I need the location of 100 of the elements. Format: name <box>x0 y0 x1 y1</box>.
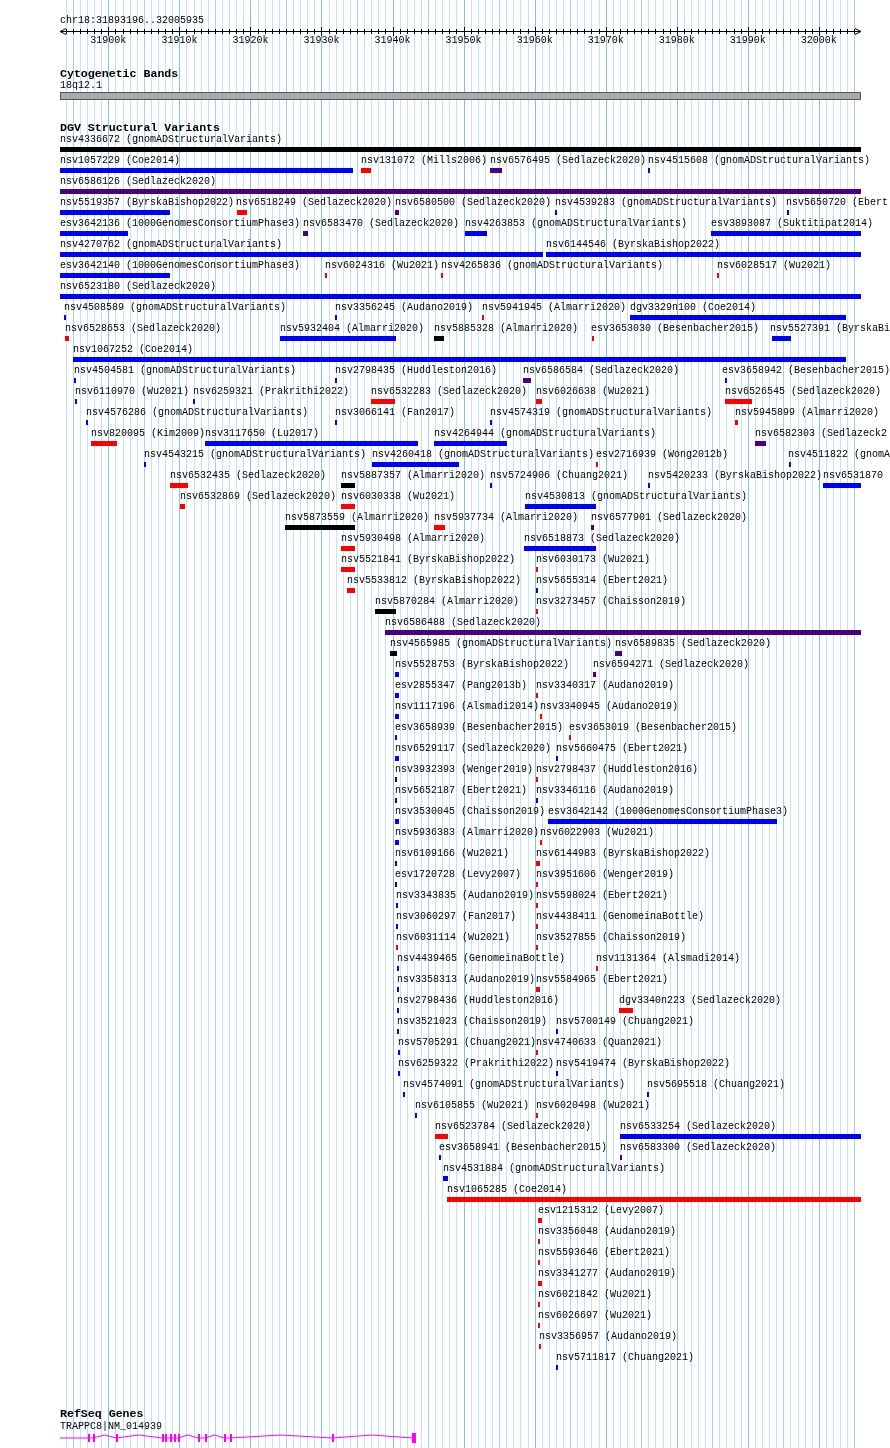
variant-label: nsv6528653 (Sedlazeck2020) <box>65 323 222 335</box>
variant-label: nsv6110970 (Wu2021) <box>75 386 190 398</box>
variant-label: esv3642142 (1000GenomesConsortiumPhase3) <box>548 806 789 818</box>
variant-label: esv3658939 (Besenbacher2015) <box>395 722 564 734</box>
variant-label: nsv4270762 (gnomADStructuralVariants) <box>60 239 283 251</box>
variant-label: nsv4439465 (GenomeinaBottle) <box>397 953 566 965</box>
variant-label: nsv6109166 (Wu2021) <box>395 848 510 860</box>
variant-label: nsv5528753 (ByrskaBishop2022) <box>395 659 570 671</box>
variant-label: nsv3951606 (Wenger2019) <box>536 869 675 881</box>
region-label: chr18:31893196..32005935 <box>60 15 205 27</box>
variant-label: nsv3341277 (Audano2019) <box>538 1268 677 1280</box>
variant-label: nsv6026697 (Wu2021) <box>538 1310 653 1322</box>
band-label: 18q12.1 <box>60 80 102 92</box>
variant-label: nsv5887357 (Almarri2020) <box>341 470 486 482</box>
variant-label: nsv5521841 (ByrskaBishop2022) <box>341 554 516 566</box>
variant-label: nsv6030173 (Wu2021) <box>536 554 651 566</box>
variant-label: esv2855347 (Pang2013b) <box>395 680 528 692</box>
variant-label: nsv5941945 (Almarri2020) <box>482 302 627 314</box>
variant-label: nsv5660475 (Ebert2021) <box>556 743 689 755</box>
gene-label: TRAPPC8|NM_014939 <box>60 1421 163 1433</box>
variant-label: nsv6577901 (Sedlazeck2020) <box>591 512 748 524</box>
track-title: RefSeq Genes <box>60 1407 144 1420</box>
scale-tick-label: 31910k <box>161 35 198 47</box>
variant-label: nsv4576286 (gnomADStructuralVariants) <box>86 407 309 419</box>
variant-label: nsv3356245 (Audano2019) <box>335 302 474 314</box>
variant-label: nsv6580500 (Sedlazeck2020) <box>395 197 552 209</box>
variant-label: nsv4740633 (Quan2021) <box>536 1037 663 1049</box>
variant-label: nsv6594271 (Sedlazeck2020) <box>593 659 750 671</box>
variant-label: nsv6526545 (Sedlazeck2020) <box>725 386 882 398</box>
variant-label: nsv6020498 (Wu2021) <box>536 1100 651 1112</box>
variant-label: nsv5936383 (Almarri2020) <box>395 827 540 839</box>
variant-label: nsv6532435 (Sedlazeck2020) <box>170 470 327 482</box>
variant-label: nsv4336672 (gnomADStructuralVariants) <box>60 134 283 146</box>
variant-label: nsv5584965 (Ebert2021) <box>536 974 669 986</box>
variant-label: nsv4508589 (gnomADStructuralVariants) <box>64 302 287 314</box>
variant-label: nsv6021842 (Wu2021) <box>538 1289 653 1301</box>
variant-label: nsv6518873 (Sedlazeck2020) <box>524 533 681 545</box>
variant-label: nsv4539283 (gnomADStructuralVariants) <box>555 197 778 209</box>
variant-label: nsv1067252 (Coe2014) <box>73 344 194 356</box>
variant-label: esv1215312 (Levy2007) <box>538 1205 665 1217</box>
variant-label: nsv6259322 (Prakrithi2022) <box>398 1058 555 1070</box>
variant-label: nsv6523180 (Sedlazeck2020) <box>60 281 217 293</box>
variant-label: nsv5655314 (Ebert2021) <box>536 575 669 587</box>
scale-tick-label: 31950k <box>445 35 482 47</box>
variant-label: nsv4574091 (gnomADStructuralVariants) <box>403 1079 626 1091</box>
variant-label: nsv6026638 (Wu2021) <box>536 386 651 398</box>
variant-label: nsv4504581 (gnomADStructuralVariants) <box>74 365 297 377</box>
variant-label: nsv5598024 (Ebert2021) <box>536 890 669 902</box>
variant-label: nsv5711817 (Chuang2021) <box>556 1352 695 1364</box>
variant-label: nsv6529117 (Sedlazeck2020) <box>395 743 552 755</box>
track-title: Cytogenetic Bands <box>60 67 179 80</box>
scale-tick-label: 32000k <box>800 35 837 47</box>
variant-label: nsv5937734 (Almarri2020) <box>434 512 579 524</box>
scale-tick-label: 31980k <box>658 35 695 47</box>
scale-tick-label: 31960k <box>516 35 553 47</box>
variant-label: nsv6586126 (Sedlazeck2020) <box>60 176 217 188</box>
variant-label: nsv5885328 (Almarri2020) <box>434 323 579 335</box>
variant-label: nsv4265836 (gnomADStructuralVariants) <box>441 260 664 272</box>
variant-label: nsv5519357 (ByrskaBishop2022) <box>60 197 235 209</box>
variant-label: dgv3340n223 (Sedlazeck2020) <box>619 995 782 1007</box>
variant-label: nsv820095 (Kim2009) <box>91 428 206 440</box>
variant-label: nsv5870284 (Almarri2020) <box>375 596 520 608</box>
variant-label: nsv6582303 (Sedlazeck2 <box>755 428 888 440</box>
variant-label: esv3642136 (1000GenomesConsortiumPhase3) <box>60 218 301 230</box>
variant-label: nsv1057229 (Coe2014) <box>60 155 181 167</box>
variant-label: nsv3521023 (Chaisson2019) <box>397 1016 548 1028</box>
variant-label: esv3893087 (Suktitipat2014) <box>711 218 874 230</box>
variant-label: nsv4530813 (gnomADStructuralVariants) <box>525 491 748 503</box>
variant-label: nsv5724906 (Chuang2021) <box>490 470 629 482</box>
variant-label: nsv3530045 (Chaisson2019) <box>395 806 546 818</box>
variant-label: dgv3329n100 (Coe2014) <box>630 302 757 314</box>
variant-label: nsv6523784 (Sedlazeck2020) <box>435 1121 592 1133</box>
variant-label: nsv3346116 (Audano2019) <box>536 785 675 797</box>
variant-label: nsv6028517 (Wu2021) <box>717 260 832 272</box>
variant-label: nsv3356048 (Audano2019) <box>538 1226 677 1238</box>
variant-label: nsv5932404 (Almarri2020) <box>280 323 425 335</box>
variant-label: esv3653030 (Besenbacher2015) <box>591 323 760 335</box>
variant-label: nsv5527391 (ByrskaBi <box>769 323 890 335</box>
variant-label: nsv5945899 (Almarri2020) <box>735 407 880 419</box>
variant-label: nsv5873559 (Almarri2020) <box>285 512 430 524</box>
variant-label: nsv4574319 (gnomADStructuralVariants) <box>490 407 713 419</box>
variant-label: nsv6144546 (ByrskaBishop2022) <box>546 239 721 251</box>
scale-tick-label: 31970k <box>587 35 624 47</box>
variant-label: nsv5930498 (Almarri2020) <box>341 533 486 545</box>
variant-label: nsv6024316 (Wu2021) <box>325 260 440 272</box>
variant-label: nsv6576495 (Sedlazeck2020) <box>490 155 647 167</box>
variant-label: nsv6031114 (Wu2021) <box>396 932 511 944</box>
variant-label: nsv6586584 (Sedlazeck2020) <box>523 365 680 377</box>
variant-label: nsv6583470 (Sedlazeck2020) <box>303 218 460 230</box>
variant-label: nsv2798435 (Huddleston2016) <box>335 365 498 377</box>
variant-label: nsv2798436 (Huddleston2016) <box>397 995 560 1007</box>
variant-label: nsv4264944 (gnomADStructuralVariants) <box>434 428 657 440</box>
variant-label: nsv6532283 (Sedlazeck2020) <box>371 386 528 398</box>
variant-label: nsv6030338 (Wu2021) <box>341 491 456 503</box>
variant-label: nsv4438411 (GenomeinaBottle) <box>536 911 705 923</box>
scale-tick-label: 31930k <box>303 35 340 47</box>
variant-label: nsv2798437 (Huddleston2016) <box>536 764 699 776</box>
variant-label: nsv3340945 (Audano2019) <box>540 701 679 713</box>
variant-label: nsv5420233 (ByrskaBishop2022) <box>648 470 823 482</box>
variant-label: nsv5533812 (ByrskaBishop2022) <box>347 575 522 587</box>
